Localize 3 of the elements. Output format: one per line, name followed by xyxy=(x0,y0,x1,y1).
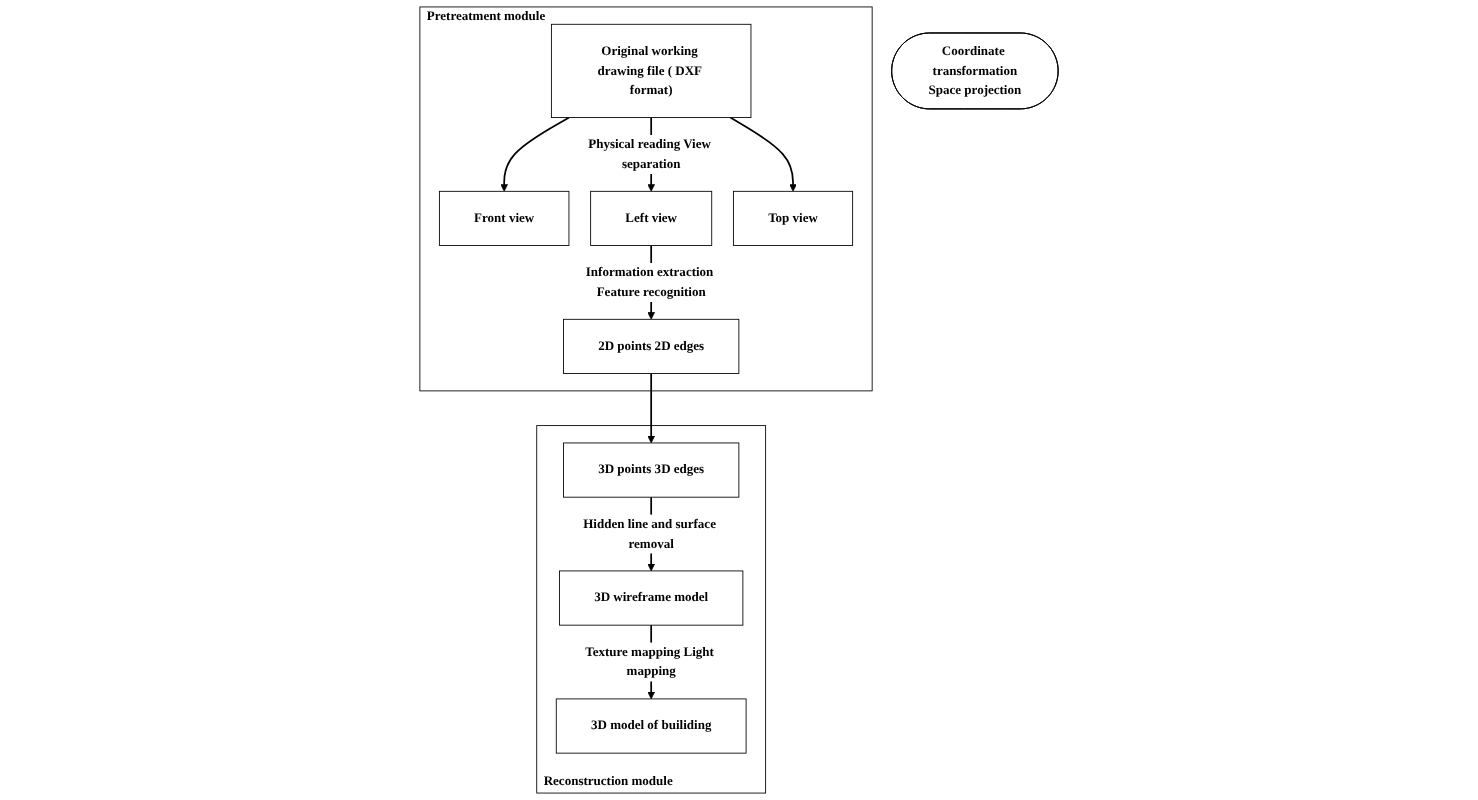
arrow xyxy=(500,116,570,192)
arrow xyxy=(729,116,797,192)
arrow xyxy=(647,372,655,444)
